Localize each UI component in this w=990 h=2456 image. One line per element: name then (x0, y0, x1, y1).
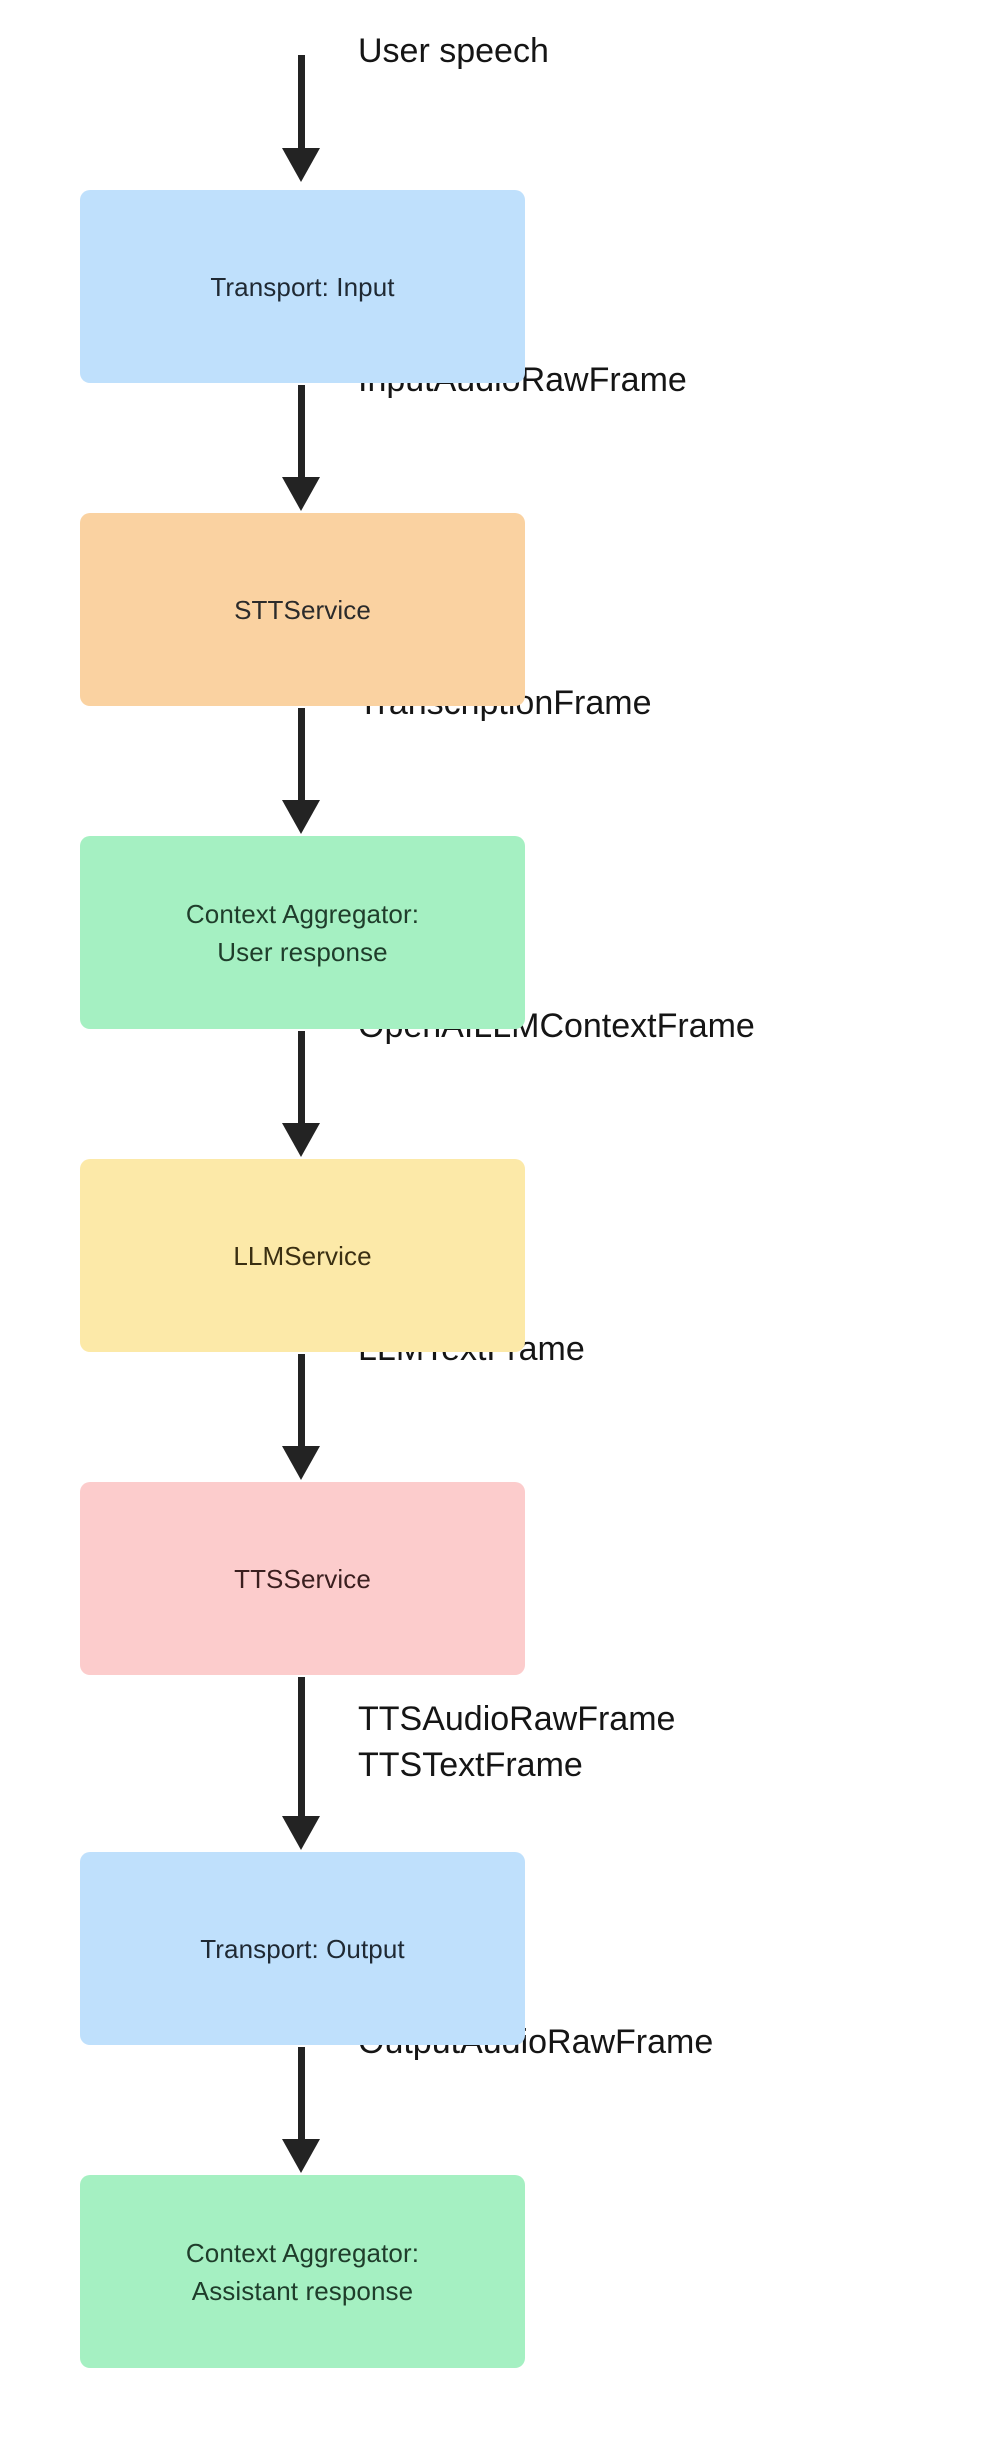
edge-line (298, 1031, 305, 1126)
node-transport-output[interactable]: Transport: Output (80, 1852, 525, 2045)
edge-line (298, 385, 305, 480)
node-label: Transport: Output (200, 1933, 405, 1964)
node-label: TTSService (234, 1563, 371, 1594)
node-tts-service[interactable]: TTSService (80, 1482, 525, 1675)
node-label: Context Aggregator: Assistant response (185, 2237, 420, 2306)
edge-line (298, 1677, 305, 1819)
edge-label: TTSAudioRawFrame TTSTextFrame (358, 1700, 676, 1784)
arrowhead-icon (282, 1446, 320, 1480)
node-context-aggregator-assistant[interactable]: Context Aggregator: Assistant response (80, 2175, 525, 2368)
arrowhead-icon (282, 1123, 320, 1157)
arrowhead-icon (282, 800, 320, 834)
node-context-aggregator-user[interactable]: Context Aggregator: User response (80, 836, 525, 1029)
node-label: LLMService (233, 1240, 372, 1271)
node-label: Transport: Input (210, 271, 395, 302)
edge-line (298, 55, 305, 150)
arrowhead-icon (282, 1816, 320, 1850)
edge-line (298, 1354, 305, 1449)
node-label: STTService (234, 594, 371, 625)
edge-line (298, 2047, 305, 2142)
arrowhead-icon (282, 148, 320, 182)
node-label: Context Aggregator: User response (185, 898, 420, 967)
edge-label: User speech (358, 32, 549, 70)
arrowhead-icon (282, 2139, 320, 2173)
arrowhead-icon (282, 477, 320, 511)
node-llm-service[interactable]: LLMService (80, 1159, 525, 1352)
edge-line (298, 708, 305, 803)
node-transport-input[interactable]: Transport: Input (80, 190, 525, 383)
node-stt-service[interactable]: STTService (80, 513, 525, 706)
